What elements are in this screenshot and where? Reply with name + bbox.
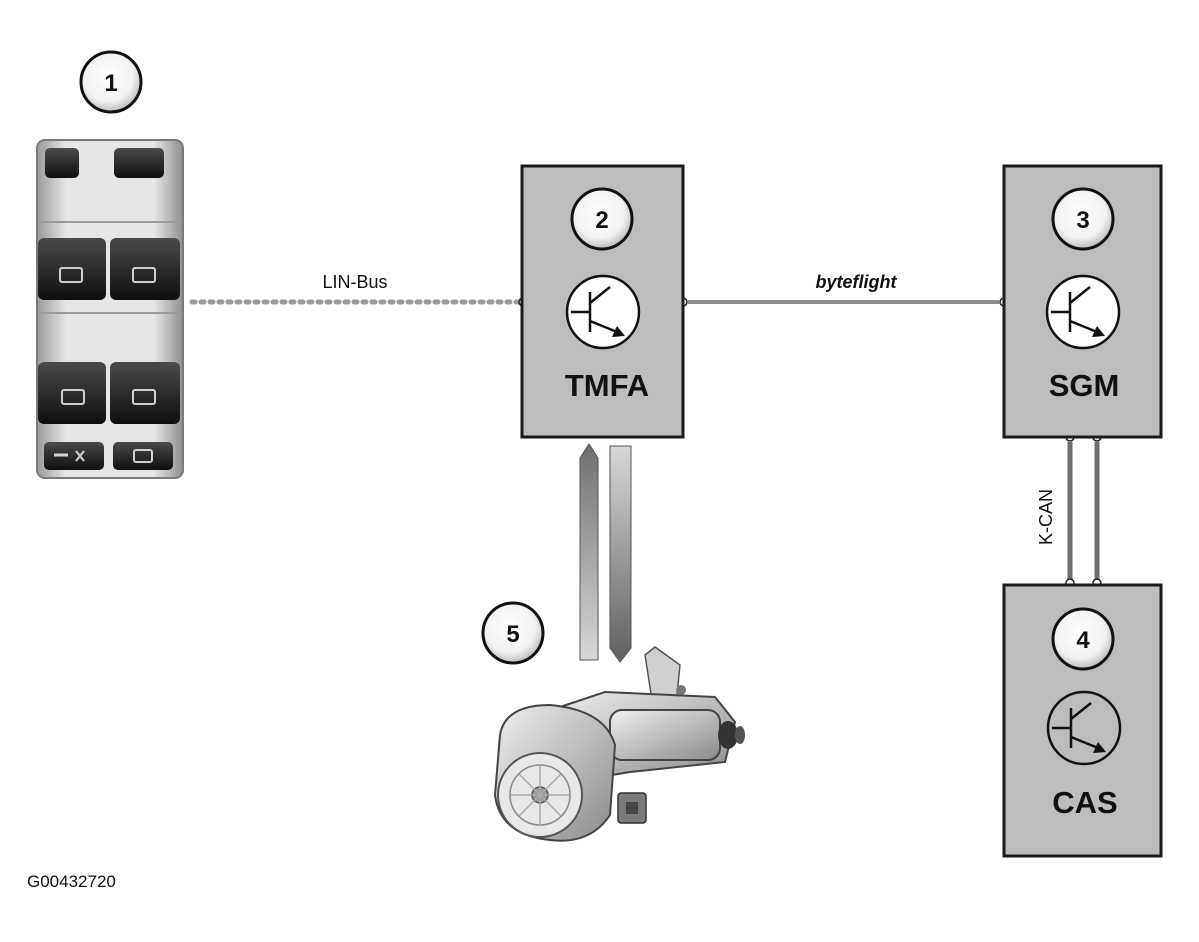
figure-id: G00432720 bbox=[27, 872, 116, 891]
byteflight-connection bbox=[678, 297, 1009, 307]
transistor-icon bbox=[1045, 274, 1121, 350]
tmfa-title: TMFA bbox=[565, 368, 649, 403]
transistor-icon bbox=[1046, 690, 1122, 766]
callout-3-number: 3 bbox=[1076, 207, 1089, 234]
window-switch-block-icon bbox=[36, 139, 184, 479]
callout-4-number: 4 bbox=[1076, 627, 1090, 654]
callout-1-number: 1 bbox=[104, 70, 117, 97]
cas-node: CAS bbox=[1002, 583, 1163, 858]
motor-control-arrows bbox=[579, 443, 632, 663]
callout-1: 1 bbox=[79, 50, 143, 114]
lin-bus-connection bbox=[189, 297, 528, 307]
callout-4: 4 bbox=[1051, 607, 1115, 671]
transistor-icon bbox=[565, 274, 641, 350]
callout-2-number: 2 bbox=[595, 207, 608, 234]
window-regulator-motor-icon bbox=[493, 646, 745, 842]
callout-3: 3 bbox=[1051, 187, 1115, 251]
k-can-label: K-CAN bbox=[1036, 489, 1056, 545]
lin-bus-label: LIN-Bus bbox=[322, 272, 387, 292]
callout-5: 5 bbox=[481, 601, 545, 665]
cas-title: CAS bbox=[1052, 785, 1117, 820]
byteflight-label: byteflight bbox=[816, 272, 898, 292]
k-can-connection bbox=[1065, 432, 1102, 588]
sgm-title: SGM bbox=[1049, 368, 1120, 403]
callout-5-number: 5 bbox=[506, 621, 519, 648]
callout-2: 2 bbox=[570, 187, 634, 251]
